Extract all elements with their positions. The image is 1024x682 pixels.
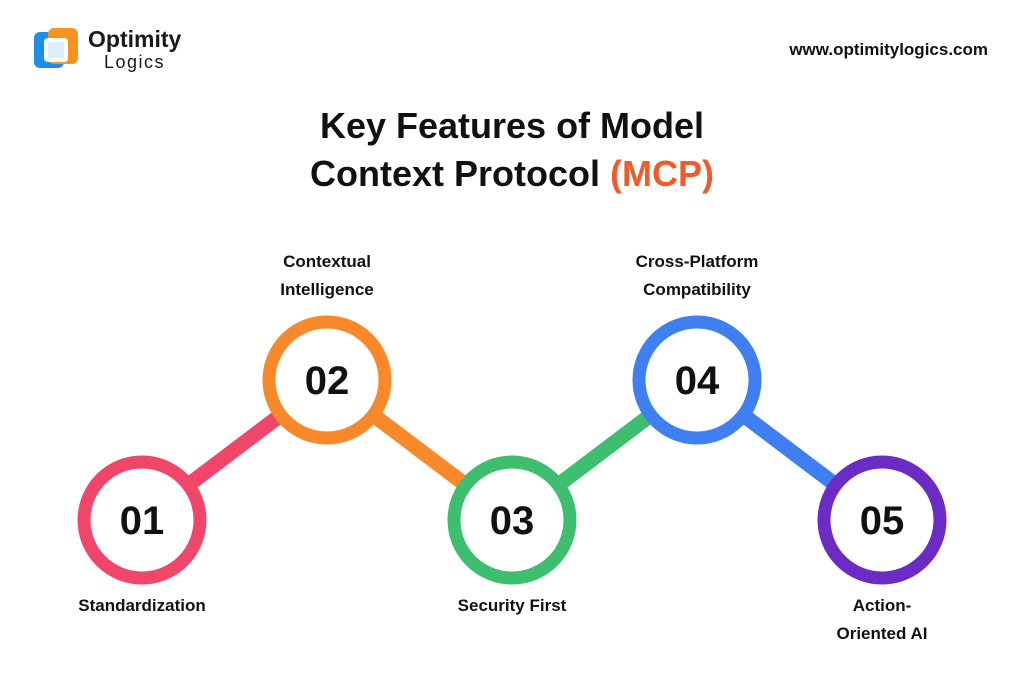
feature-node-03: 03	[447, 455, 577, 585]
feature-node-05: 05	[817, 455, 947, 585]
connector-4-5	[735, 406, 844, 494]
title-acronym: (MCP)	[610, 153, 714, 194]
connector-2-3	[365, 406, 474, 494]
feature-label-05: Action-Oriented AI	[836, 596, 928, 643]
feature-number-03: 03	[490, 499, 535, 543]
feature-node-02: 02	[262, 315, 392, 445]
feature-number-04: 04	[675, 359, 720, 403]
feature-node-01: 01	[77, 455, 207, 585]
feature-circle-02	[262, 315, 392, 445]
brand-logo: Optimity Logics	[32, 22, 202, 76]
title-line-1: Key Features of Model	[319, 105, 705, 146]
title-line-2: Context Protocol (MCP)	[0, 150, 1024, 198]
feature-circle-03	[447, 455, 577, 585]
feature-circle-05	[817, 455, 947, 585]
feature-node-04: 04	[632, 315, 762, 445]
feature-number-02: 02	[305, 359, 350, 403]
brand-subname: Logics	[104, 52, 166, 72]
feature-number-01: 01	[120, 499, 165, 543]
connector-1-2	[180, 406, 289, 494]
website-url: www.optimitylogics.com	[789, 40, 988, 59]
brand-name: Optimity	[88, 26, 182, 52]
feature-circle-01	[77, 455, 207, 585]
feature-label-01: Standardization	[78, 596, 206, 615]
feature-nodes: 01 02 03 04 05	[77, 315, 947, 585]
title-line-2-text: Context Protocol	[310, 153, 611, 194]
page-title: Key Features of Model Context Protocol (…	[0, 102, 1024, 198]
connectors	[180, 406, 844, 494]
connector-3-4	[550, 406, 659, 494]
feature-circle-04	[632, 315, 762, 445]
feature-label-03: Security First	[457, 596, 567, 615]
feature-number-05: 05	[860, 499, 905, 543]
optimity-logo-icon	[34, 28, 78, 68]
